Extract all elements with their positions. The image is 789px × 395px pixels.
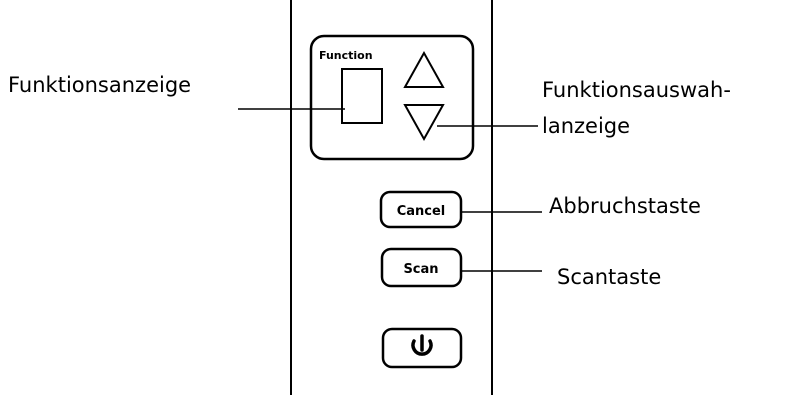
power-icon bbox=[411, 334, 433, 356]
callout-function-display: Funktionsanzeige bbox=[8, 73, 192, 97]
cancel-button[interactable] bbox=[379, 190, 463, 229]
triangle-down-icon[interactable] bbox=[403, 104, 445, 142]
scan-button[interactable] bbox=[380, 247, 463, 288]
callout-function-select-line1: Funktionsauswah- bbox=[542, 78, 731, 102]
function-display-window bbox=[341, 68, 383, 124]
scan-button-label: Scan bbox=[403, 262, 438, 277]
callout-cancel-key: Abbruchstaste bbox=[549, 194, 701, 218]
function-panel-frame bbox=[309, 34, 475, 161]
callout-function-select-line2: lanzeige bbox=[542, 114, 631, 138]
callout-scan-key: Scantaste bbox=[557, 265, 662, 289]
function-caption: Function bbox=[319, 49, 373, 62]
cancel-button-label: Cancel bbox=[397, 204, 446, 219]
triangle-up-icon[interactable] bbox=[403, 50, 445, 88]
power-button[interactable] bbox=[381, 327, 463, 369]
